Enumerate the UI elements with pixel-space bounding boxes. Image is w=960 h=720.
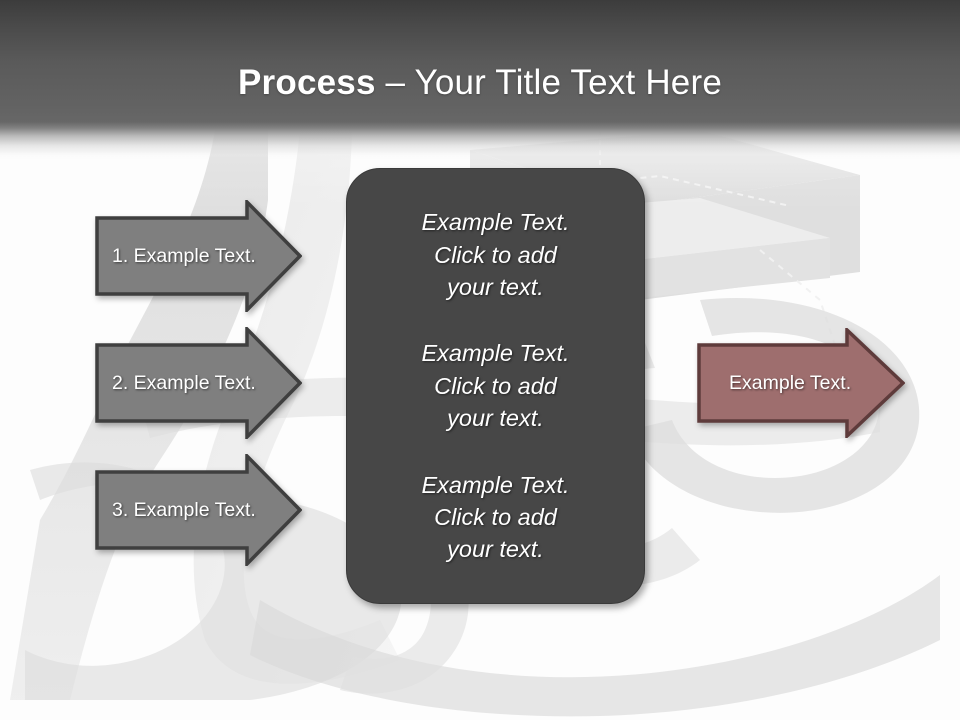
center-content-panel[interactable]: Example Text. Click to add your text. Ex…: [346, 168, 645, 604]
arrow-right-icon: [95, 327, 302, 439]
result-arrow[interactable]: Example Text.: [697, 328, 905, 438]
result-arrow-label: Example Text.: [729, 371, 852, 394]
center-panel-paragraph-3: Example Text. Click to add your text.: [421, 471, 570, 563]
arrow-right-icon: [697, 328, 905, 438]
step-arrow-1-label: 1. Example Text.: [112, 244, 256, 267]
arrow-right-icon: [95, 200, 302, 312]
page-title-rest-part: – Your Title Text Here: [375, 63, 722, 103]
step-arrow-3[interactable]: 3. Example Text.: [95, 454, 302, 566]
step-arrow-2-label: 2. Example Text.: [112, 371, 256, 394]
step-arrow-2[interactable]: 2. Example Text.: [95, 327, 302, 439]
step-arrow-3-label: 3. Example Text.: [112, 498, 256, 521]
center-panel-paragraph-1: Example Text. Click to add your text.: [421, 209, 570, 300]
title-band: [0, 0, 960, 160]
step-arrow-1[interactable]: 1. Example Text.: [95, 200, 302, 312]
page-title-bold-part: Process: [238, 63, 376, 103]
page-title: Process – Your Title Text Here: [0, 23, 960, 151]
center-panel-paragraph-2: Example Text. Click to add your text.: [421, 340, 570, 432]
arrow-right-icon: [95, 454, 302, 566]
